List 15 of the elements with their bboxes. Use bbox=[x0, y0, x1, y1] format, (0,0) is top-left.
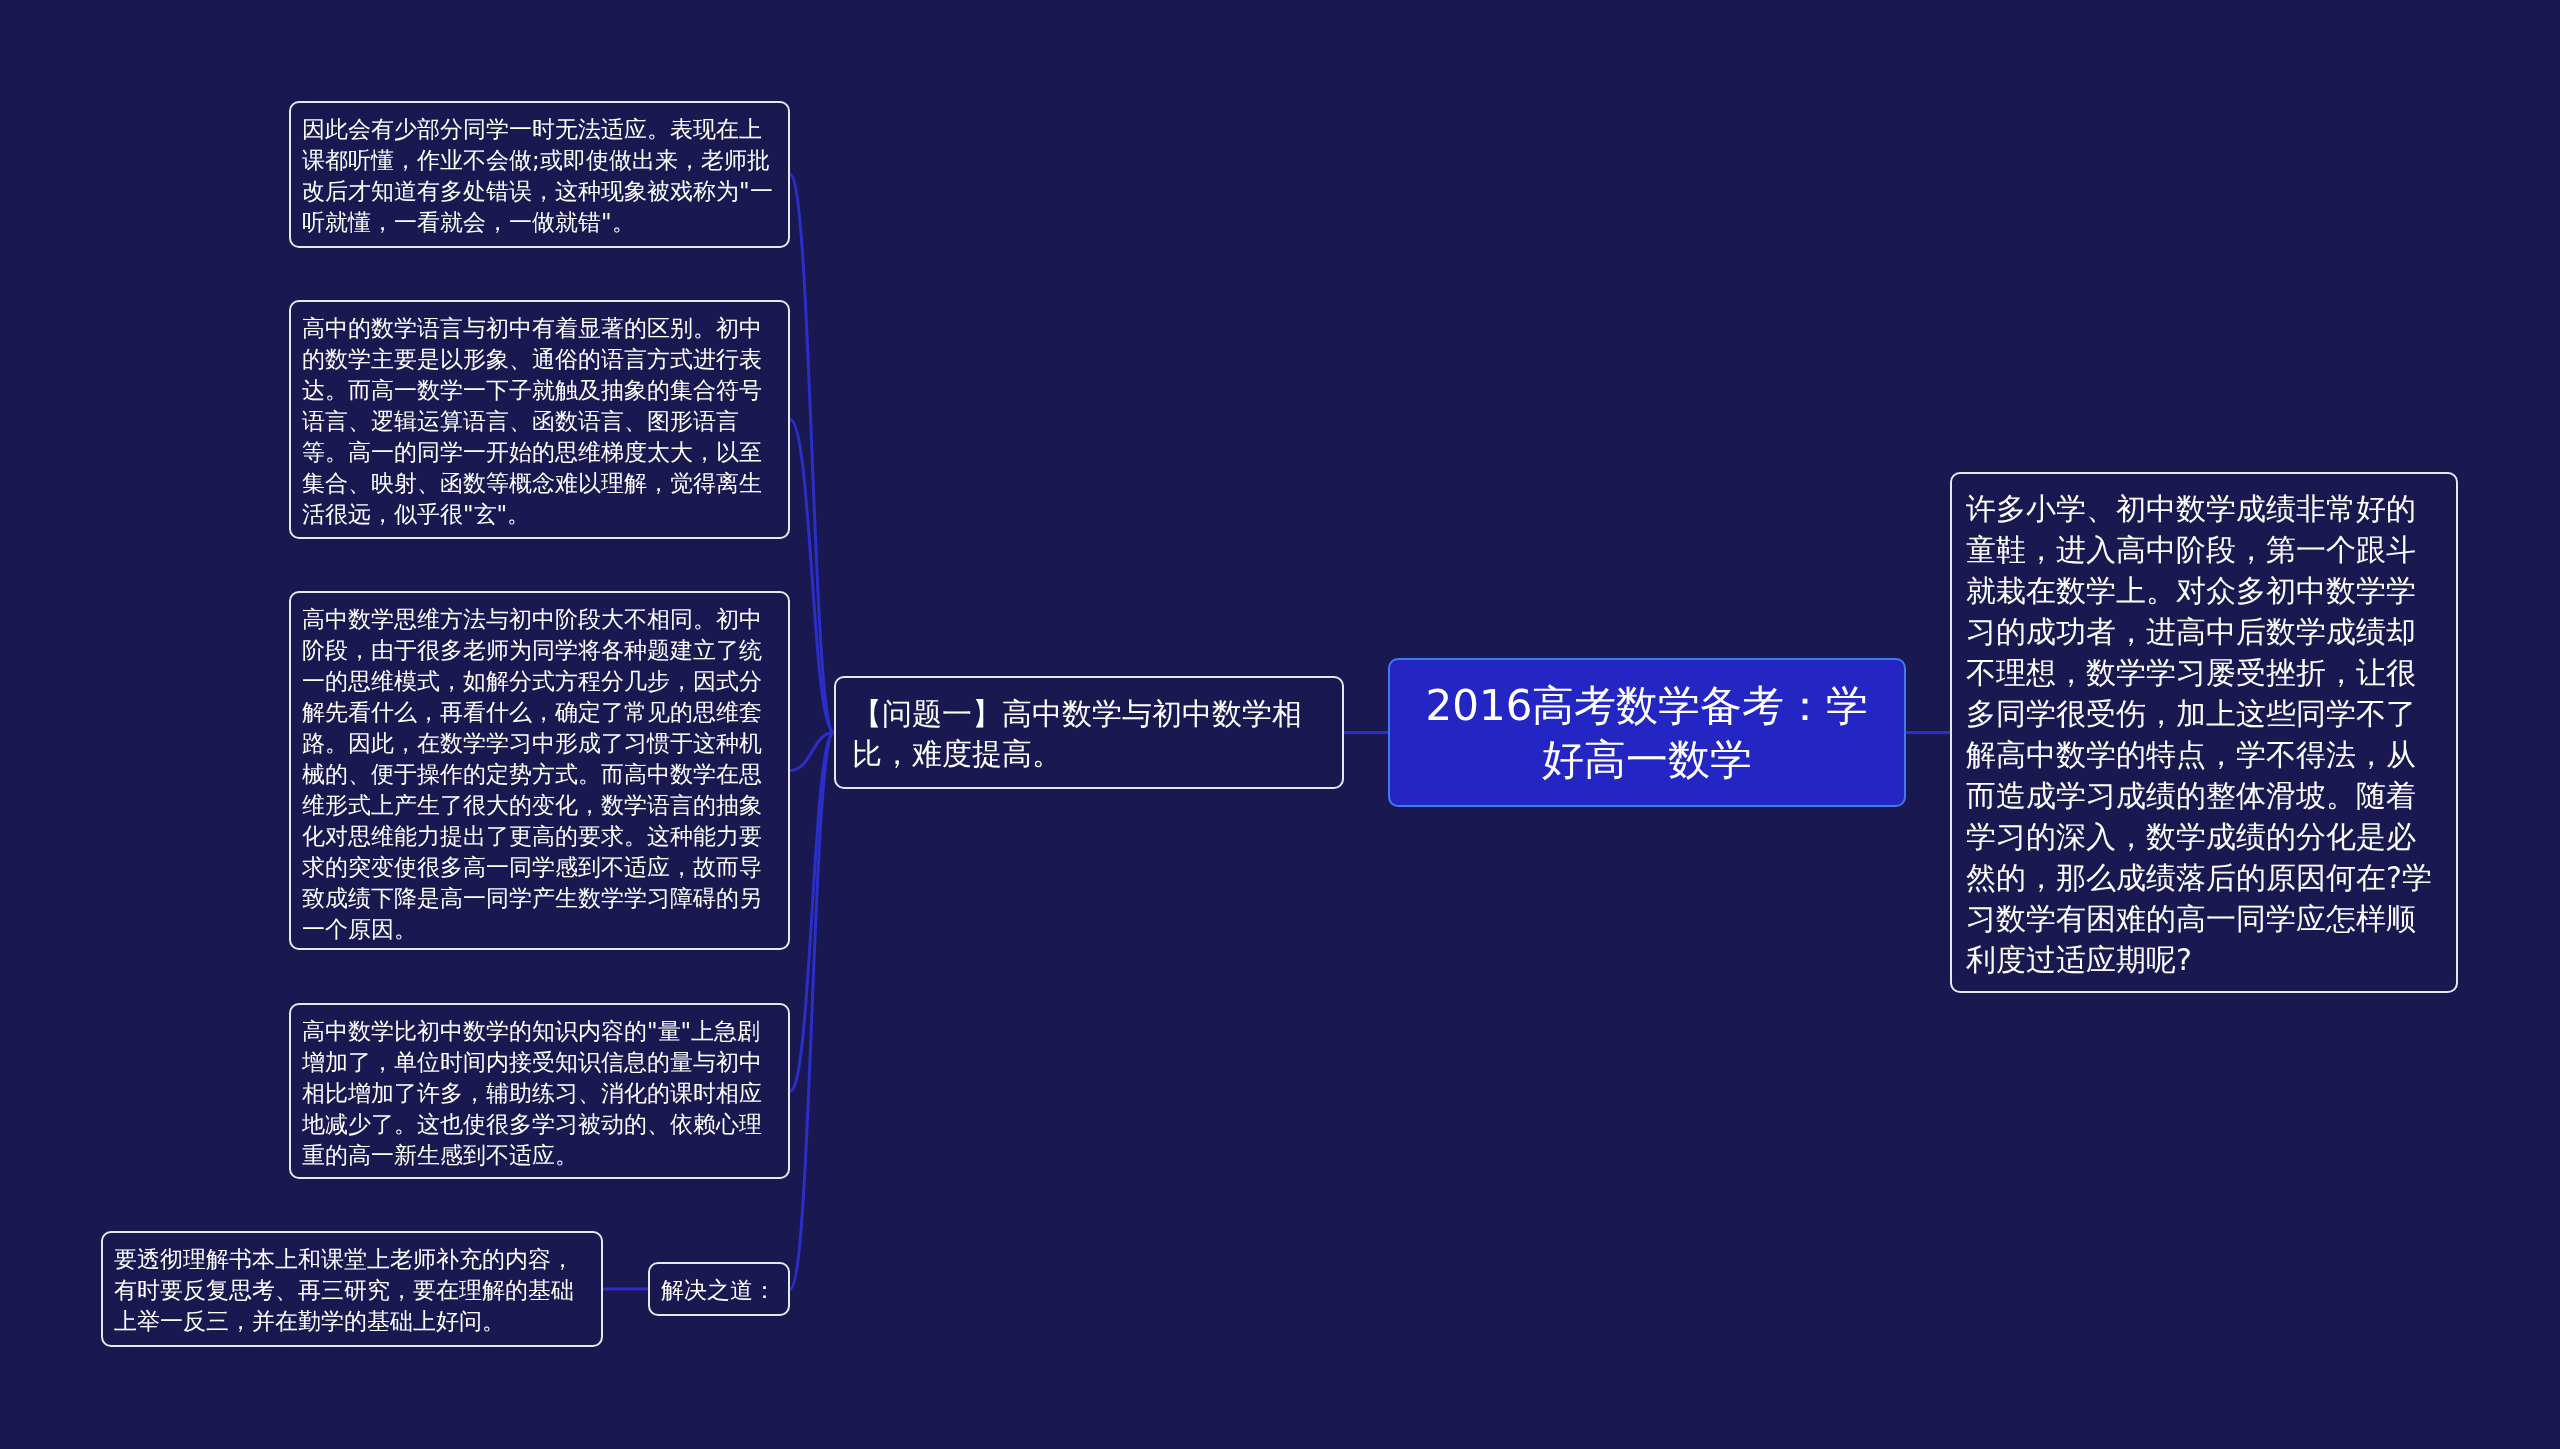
connector-line bbox=[1344, 731, 1388, 734]
connector-line bbox=[788, 418, 836, 734]
text-box: 解决之道： bbox=[648, 1262, 790, 1316]
text-box: 高中的数学语言与初中有着显著的区别。初中的数学主要是以形象、通俗的语言方式进行表达。而高一数学一下子就触及抽象的集合符号语言、逻辑运算语言、函数语言、图形语言等。高一的同学一开始的思维梯度太大，以至集合、映射、函数等概念难以理解，觉得离生活很远，似乎很"玄"。 bbox=[289, 300, 790, 539]
text-box: 许多小学、初中数学成绩非常好的童鞋，进入高中阶段，第一个跟斗就栽在数学上。对众多初中数学学习的成功者，进高中后数学成绩却不理想，数学学习屡受挫折，让很多同学很受伤，加上这些同学不了解高中数学的特点，学不得法，从而造成学习成绩的整体滑坡。随着学习的深入，数学成绩的分化是必然的，那么成绩落后的原因何在?学习数学有困难的高一同学应怎样顺利度过适应期呢? bbox=[1950, 472, 2458, 993]
connector-line bbox=[603, 1287, 648, 1291]
text-box: 因此会有少部分同学一时无法适应。表现在上课都听懂，作业不会做;或即使做出来，老师批改后才知道有多处错误，这种现象被戏称为"一听就懂，一看就会，一做就错"。 bbox=[289, 101, 790, 248]
topic-box: 【问题一】高中数学与初中数学相比，难度提高。 bbox=[834, 676, 1344, 789]
connector-line bbox=[788, 731, 836, 1290]
connector-line bbox=[788, 731, 836, 1092]
connector-line bbox=[1906, 731, 1950, 734]
text-box: 高中数学思维方法与初中阶段大不相同。初中阶段，由于很多老师为同学将各种题建立了统一的思维模式，如解分式方程分几步，因式分解先看什么，再看什么，确定了常见的思维套路。因此，在数学学习中形成了习惯于这种机械的、便于操作的定势方式。而高中数学在思维形式上产生了很大的变化，数学语言的抽象化对思维能力提出了更高的要求。这种能力要求的突变使很多高一同学感到不适应，故而导致成绩下降是高一同学产生数学学习障碍的另一个原因。 bbox=[289, 591, 790, 950]
central-topic-box: 2016高考数学备考：学好高一数学 bbox=[1388, 658, 1906, 807]
text-box: 要透彻理解书本上和课堂上老师补充的内容，有时要反复思考、再三研究，要在理解的基础上举一反三，并在勤学的基础上好问。 bbox=[101, 1231, 603, 1347]
text-box: 高中数学比初中数学的知识内容的"量"上急剧增加了，单位时间内接受知识信息的量与初中相比增加了许多，辅助练习、消化的课时相应地减少了。这也使很多学习被动的、依赖心理重的高一新生感到不适应。 bbox=[289, 1003, 790, 1179]
